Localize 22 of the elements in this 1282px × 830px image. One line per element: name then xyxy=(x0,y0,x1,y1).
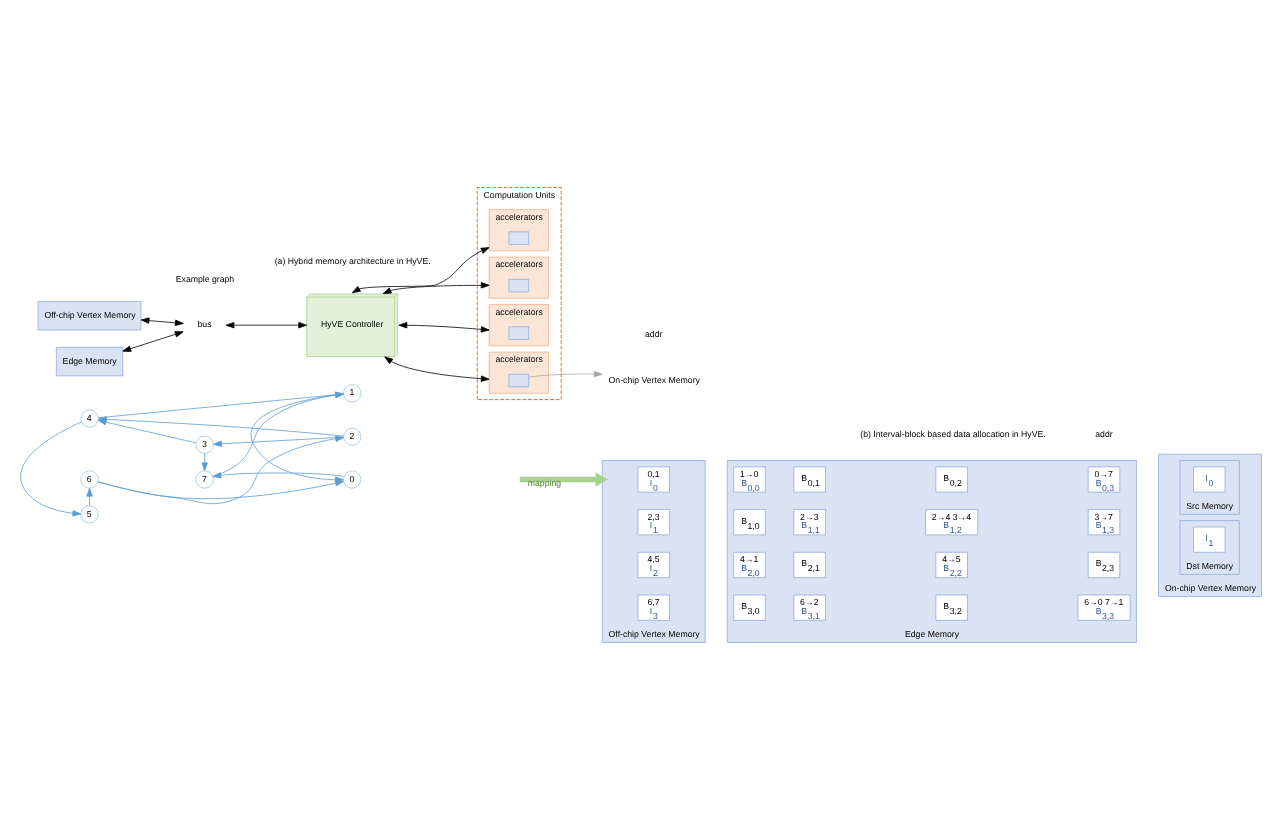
arrow xyxy=(382,282,490,294)
arrow xyxy=(519,472,608,487)
arrow xyxy=(213,436,344,447)
arrow xyxy=(140,317,184,326)
node-box xyxy=(508,278,530,293)
arrow xyxy=(528,370,603,378)
arrow xyxy=(225,322,307,329)
node-box xyxy=(508,231,530,245)
arrow xyxy=(384,356,490,382)
arrow xyxy=(250,393,344,483)
arrow xyxy=(97,419,197,444)
arrow xyxy=(98,391,344,419)
arrow xyxy=(122,331,184,352)
node-box xyxy=(508,326,530,340)
arrow xyxy=(201,453,208,472)
arrow xyxy=(398,322,490,333)
arrow xyxy=(212,391,344,478)
arrow xyxy=(351,247,490,294)
arrow xyxy=(212,472,345,479)
arrow xyxy=(86,487,93,506)
node-box xyxy=(508,373,530,388)
arrow xyxy=(20,421,82,517)
